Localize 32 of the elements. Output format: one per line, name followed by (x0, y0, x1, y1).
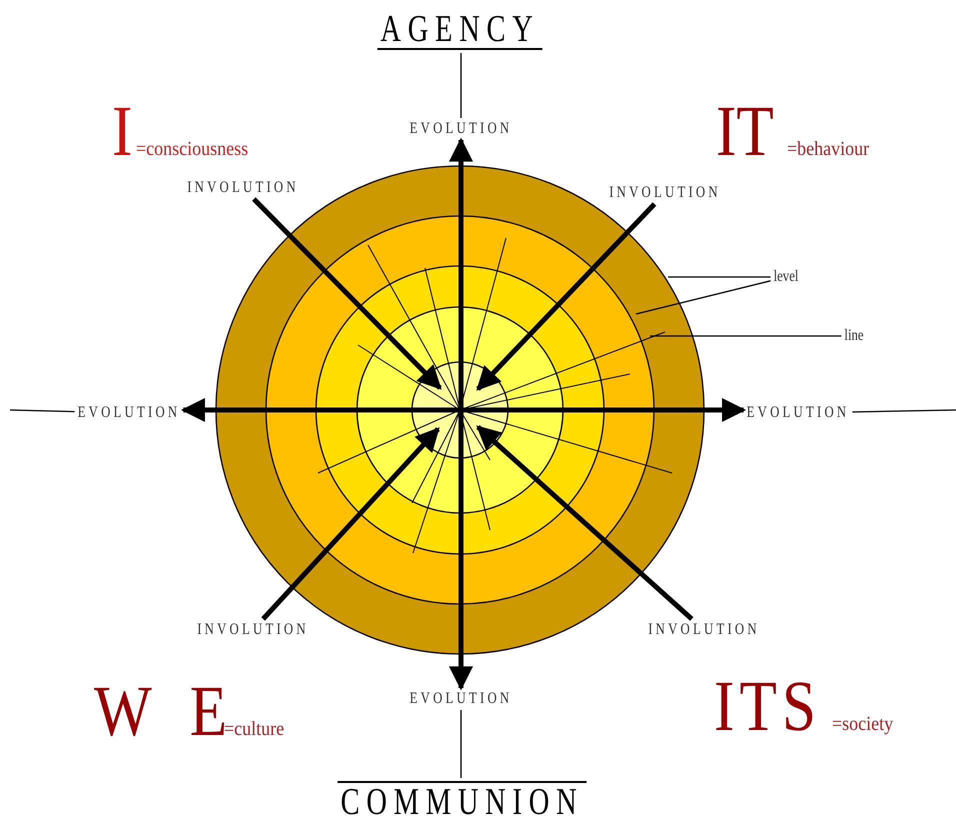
axis-label: EVOLUTION (78, 405, 180, 421)
arrow (180, 398, 746, 422)
axis-title: COMMUNION (338, 781, 586, 816)
callout-label: line (844, 328, 864, 344)
leader-line (668, 276, 771, 278)
arrow (252, 197, 442, 390)
arrow-label: INVOLUTION (648, 622, 760, 638)
quadrant-meaning: =behaviour (787, 139, 870, 159)
arrow-label: INVOLUTION (187, 180, 299, 196)
leader-line (650, 335, 842, 337)
arrow (476, 425, 694, 621)
quadrant-letter: I (112, 95, 132, 167)
arrow (261, 427, 440, 621)
leader-line (852, 409, 956, 413)
quadrant-meaning: =culture (224, 719, 284, 739)
arrow-label: INVOLUTION (609, 185, 721, 201)
axis-label: EVOLUTION (746, 405, 850, 421)
quadrant-meaning: =society (832, 714, 894, 734)
callout-label: level (774, 269, 798, 285)
leader-line (460, 53, 462, 118)
axis-title: AGENCY (377, 10, 543, 50)
leader-line (10, 409, 75, 412)
arrow-label: INVOLUTION (197, 622, 309, 638)
leader-line (636, 280, 771, 315)
axis-label: EVOLUTION (410, 121, 512, 137)
leader-line (460, 710, 462, 778)
quadrant-letter: IT (716, 95, 774, 167)
arrow (476, 202, 656, 391)
quadrant-meaning: =consciousness (136, 139, 248, 159)
arrow (449, 138, 473, 690)
axis-label: EVOLUTION (410, 691, 512, 707)
quadrant-letter: ITS (714, 670, 822, 742)
